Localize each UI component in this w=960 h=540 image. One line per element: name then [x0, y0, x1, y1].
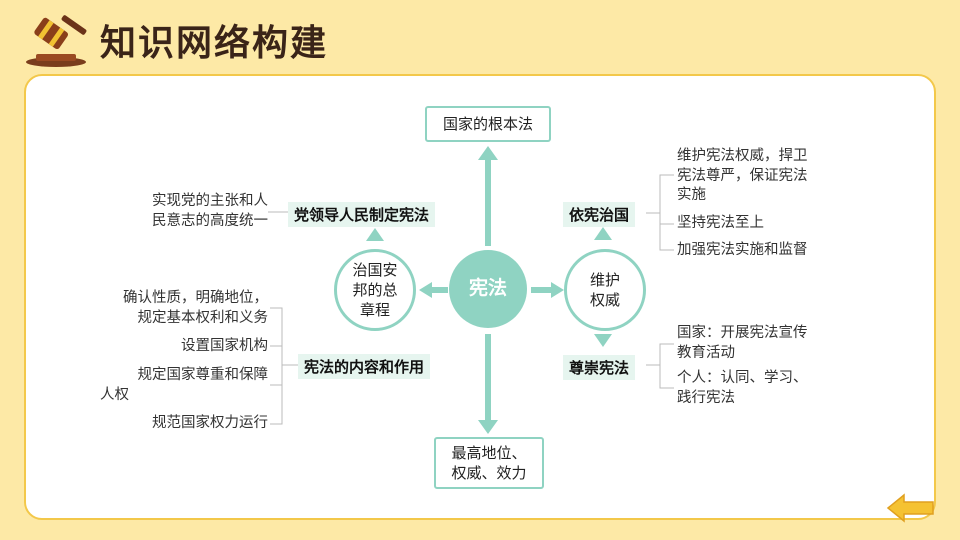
note-line: 规定基本权利和义务 — [137, 309, 269, 326]
left-lower-note-2: 设置国家机构 — [181, 338, 268, 354]
right-circle-line-1: 维护 — [589, 270, 620, 289]
left-lower-note-1: 确认性质，明确地位， 规定基本权利和义务 — [86, 289, 268, 328]
left-lower-note-4: 规范国家权力运行 — [152, 415, 268, 431]
gavel-icon — [22, 12, 92, 68]
note-line: 教育活动 — [677, 344, 735, 361]
center-circle: 宪法 — [449, 250, 527, 328]
bottom-box-line-2: 权威、效力 — [451, 464, 527, 482]
left-lower-note-3: 规定国家尊重和保障 人权 — [86, 366, 268, 405]
note-line: 实施 — [677, 187, 706, 204]
page-title: 知识网络构建 — [100, 22, 329, 64]
right-lower-note-1: 国家：开展宪法宣传 教育活动 — [677, 324, 857, 363]
note-line: 维护宪法权威，捍卫 — [677, 148, 808, 164]
note-line: 民意志的高度统一 — [152, 212, 268, 229]
left-circle-line-1: 治国安 — [352, 260, 398, 279]
note-line: 践行宪法 — [677, 389, 735, 406]
note-line: 确认性质，明确地位， — [123, 290, 268, 306]
right-upper-note-2: 坚持宪法至上 — [677, 215, 764, 231]
right-circle-line-2: 权威 — [589, 291, 620, 309]
right-lower-note-2: 个人：认同、学习、 践行宪法 — [677, 369, 857, 408]
right-upper-note-3: 加强宪法实施和监督 — [677, 242, 808, 258]
right-upper-label: 依宪治国 — [563, 202, 636, 227]
note-line: 个人：认同、学习、 — [677, 370, 808, 386]
left-lower-label: 宪法的内容和作用 — [298, 354, 431, 379]
bottom-box: 最高地位、 权威、效力 — [434, 437, 544, 489]
back-arrow-button[interactable] — [886, 493, 936, 523]
left-circle-line-2: 邦的总 — [352, 280, 398, 299]
note-line: 宪法尊严，保证宪法 — [677, 167, 808, 184]
left-circle-line-3: 章程 — [359, 301, 390, 320]
note-line: 实现党的主张和人 — [152, 193, 268, 209]
right-circle: 维护 权威 — [564, 249, 646, 331]
note-line: 人权 — [100, 386, 129, 403]
note-line: 国家：开展宪法宣传 — [677, 325, 808, 341]
left-circle: 治国安 邦的总 章程 — [334, 249, 416, 331]
right-lower-label: 尊崇宪法 — [563, 355, 636, 380]
arrow-left-icon — [886, 493, 934, 523]
top-box: 国家的根本法 — [425, 106, 551, 142]
note-line: 规定国家尊重和保障 — [137, 367, 269, 383]
right-upper-note-1: 维护宪法权威，捍卫 宪法尊严，保证宪法 实施 — [677, 147, 857, 206]
left-upper-note: 实现党的主张和人 民意志的高度统一 — [100, 192, 268, 231]
left-upper-label: 党领导人民制定宪法 — [288, 202, 436, 227]
bottom-box-line-1: 最高地位、 — [451, 443, 527, 462]
